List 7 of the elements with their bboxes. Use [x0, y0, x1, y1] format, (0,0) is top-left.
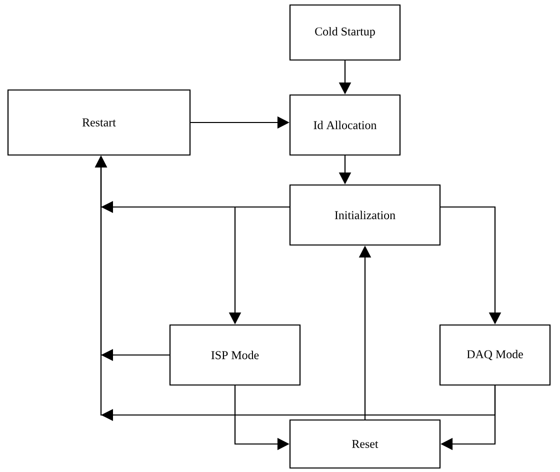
state-box: Cold Startup	[289, 4, 401, 61]
state-box: Id Allocation	[289, 94, 401, 156]
state-box: Reset	[289, 419, 441, 469]
state-box: Restart	[7, 89, 191, 156]
state-box: Initialization	[289, 184, 441, 246]
state-box: DAQ Mode	[439, 324, 551, 386]
state-box: ISP Mode	[169, 324, 301, 386]
